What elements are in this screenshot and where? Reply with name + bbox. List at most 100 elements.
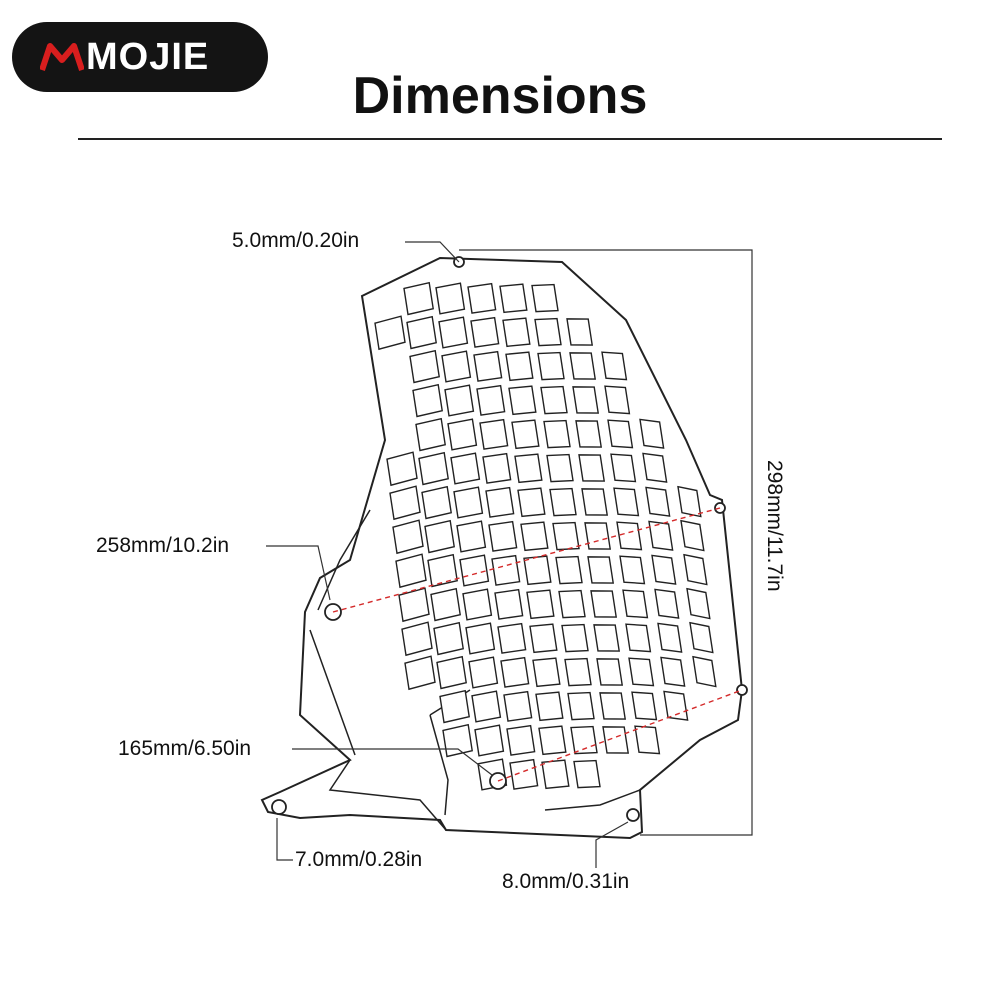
- mesh-cell: [573, 759, 601, 789]
- mesh-cell: [651, 554, 677, 585]
- mesh-cell: [540, 385, 568, 415]
- leader-width-lower: [292, 748, 493, 776]
- mesh-cell: [549, 487, 577, 517]
- mesh-cell: [447, 418, 478, 451]
- mesh-cell: [435, 282, 466, 315]
- mesh-cell: [567, 691, 595, 721]
- mesh-cell: [462, 588, 493, 621]
- mesh-cell: [526, 589, 555, 620]
- mesh-cell: [628, 657, 655, 687]
- mesh-cell: [604, 385, 631, 415]
- mesh-cell: [438, 316, 469, 349]
- mesh-cell: [441, 350, 472, 383]
- mount-hole-lower-right: [736, 684, 748, 696]
- mesh-cell: [509, 758, 539, 790]
- mesh-cell: [546, 453, 574, 483]
- label-width-upper: 258mm/10.2in: [96, 534, 230, 557]
- mesh-cell: [660, 656, 686, 687]
- mesh-cell: [575, 420, 603, 448]
- mesh-cell: [404, 655, 436, 691]
- mesh-cell: [409, 349, 440, 384]
- title-divider: [78, 138, 942, 140]
- mesh-cell: [569, 352, 597, 380]
- leader-hole-bottom-left: [276, 818, 293, 861]
- mesh-cell: [505, 351, 534, 382]
- mesh-cell: [450, 452, 481, 485]
- mesh-cell: [578, 454, 606, 482]
- mesh-cell: [465, 622, 496, 655]
- mesh-cell: [500, 656, 530, 688]
- mount-hole-bottom-right: [626, 808, 640, 822]
- mesh-cell: [433, 621, 464, 656]
- mesh-cell: [444, 384, 475, 417]
- mesh-cell: [645, 486, 671, 517]
- mesh-grid: [374, 281, 717, 791]
- mesh-cell: [406, 315, 437, 350]
- mesh-cell: [482, 452, 512, 484]
- mesh-cell: [401, 621, 433, 657]
- mesh-cell: [453, 486, 484, 519]
- brand-m-icon: [40, 43, 84, 71]
- mesh-cell: [488, 520, 518, 552]
- mesh-cell: [497, 622, 527, 654]
- mesh-cell: [523, 555, 552, 586]
- mesh-cell: [374, 315, 406, 351]
- mesh-cell: [590, 590, 618, 618]
- page-title: Dimensions: [352, 67, 648, 125]
- mesh-cell: [537, 351, 565, 381]
- mesh-cell: [418, 451, 449, 486]
- mesh-cell: [508, 385, 537, 416]
- mesh-cell: [520, 521, 549, 552]
- leader-hole-top: [405, 241, 460, 263]
- mesh-cell: [514, 453, 543, 484]
- mesh-cell: [430, 587, 461, 622]
- mesh-cell: [506, 724, 536, 756]
- mesh-cell: [692, 655, 717, 688]
- width-upper-line: [332, 507, 721, 613]
- leader-width-upper: [266, 545, 331, 601]
- mesh-cell: [473, 350, 503, 382]
- mesh-cell: [686, 587, 711, 620]
- mesh-cell: [570, 725, 598, 755]
- mount-hole-bottom-left: [271, 799, 287, 815]
- mesh-cell: [531, 283, 559, 313]
- mesh-cell: [663, 690, 689, 721]
- mesh-cell: [412, 383, 443, 418]
- mesh-cell: [535, 691, 564, 722]
- mesh-cell: [616, 521, 643, 551]
- mesh-cell: [467, 282, 497, 314]
- mesh-cell: [398, 587, 430, 623]
- mesh-cell: [538, 725, 567, 756]
- mesh-cell: [485, 486, 515, 518]
- mesh-cell: [517, 487, 546, 518]
- mesh-cell: [459, 554, 490, 587]
- mesh-cell: [601, 351, 628, 381]
- mesh-cell: [680, 519, 705, 552]
- mesh-cell: [613, 487, 640, 517]
- label-hole-top: 5.0mm/0.20in: [232, 229, 360, 252]
- height-bracket: [459, 249, 753, 836]
- mesh-cell: [683, 553, 708, 586]
- mesh-cell: [436, 655, 467, 690]
- mesh-cell: [625, 623, 652, 653]
- mesh-cell: [499, 283, 528, 314]
- mesh-cell: [470, 316, 500, 348]
- mesh-cell: [474, 724, 505, 757]
- leader-hole-bottom-right: [595, 821, 629, 868]
- mesh-cell: [392, 519, 424, 555]
- mesh-cell: [424, 519, 455, 554]
- mesh-cell: [427, 553, 458, 588]
- mesh-cell: [439, 689, 470, 724]
- mesh-cell: [511, 419, 540, 450]
- mesh-cell: [555, 555, 583, 585]
- mesh-cell: [389, 485, 421, 521]
- mesh-cell: [491, 554, 521, 586]
- mesh-cell: [421, 485, 452, 520]
- mesh-cell: [564, 657, 592, 687]
- mesh-cell: [622, 589, 649, 619]
- mesh-cell: [529, 623, 558, 654]
- mesh-cell: [471, 690, 502, 723]
- mesh-cell: [619, 555, 646, 585]
- mesh-cell: [561, 623, 589, 653]
